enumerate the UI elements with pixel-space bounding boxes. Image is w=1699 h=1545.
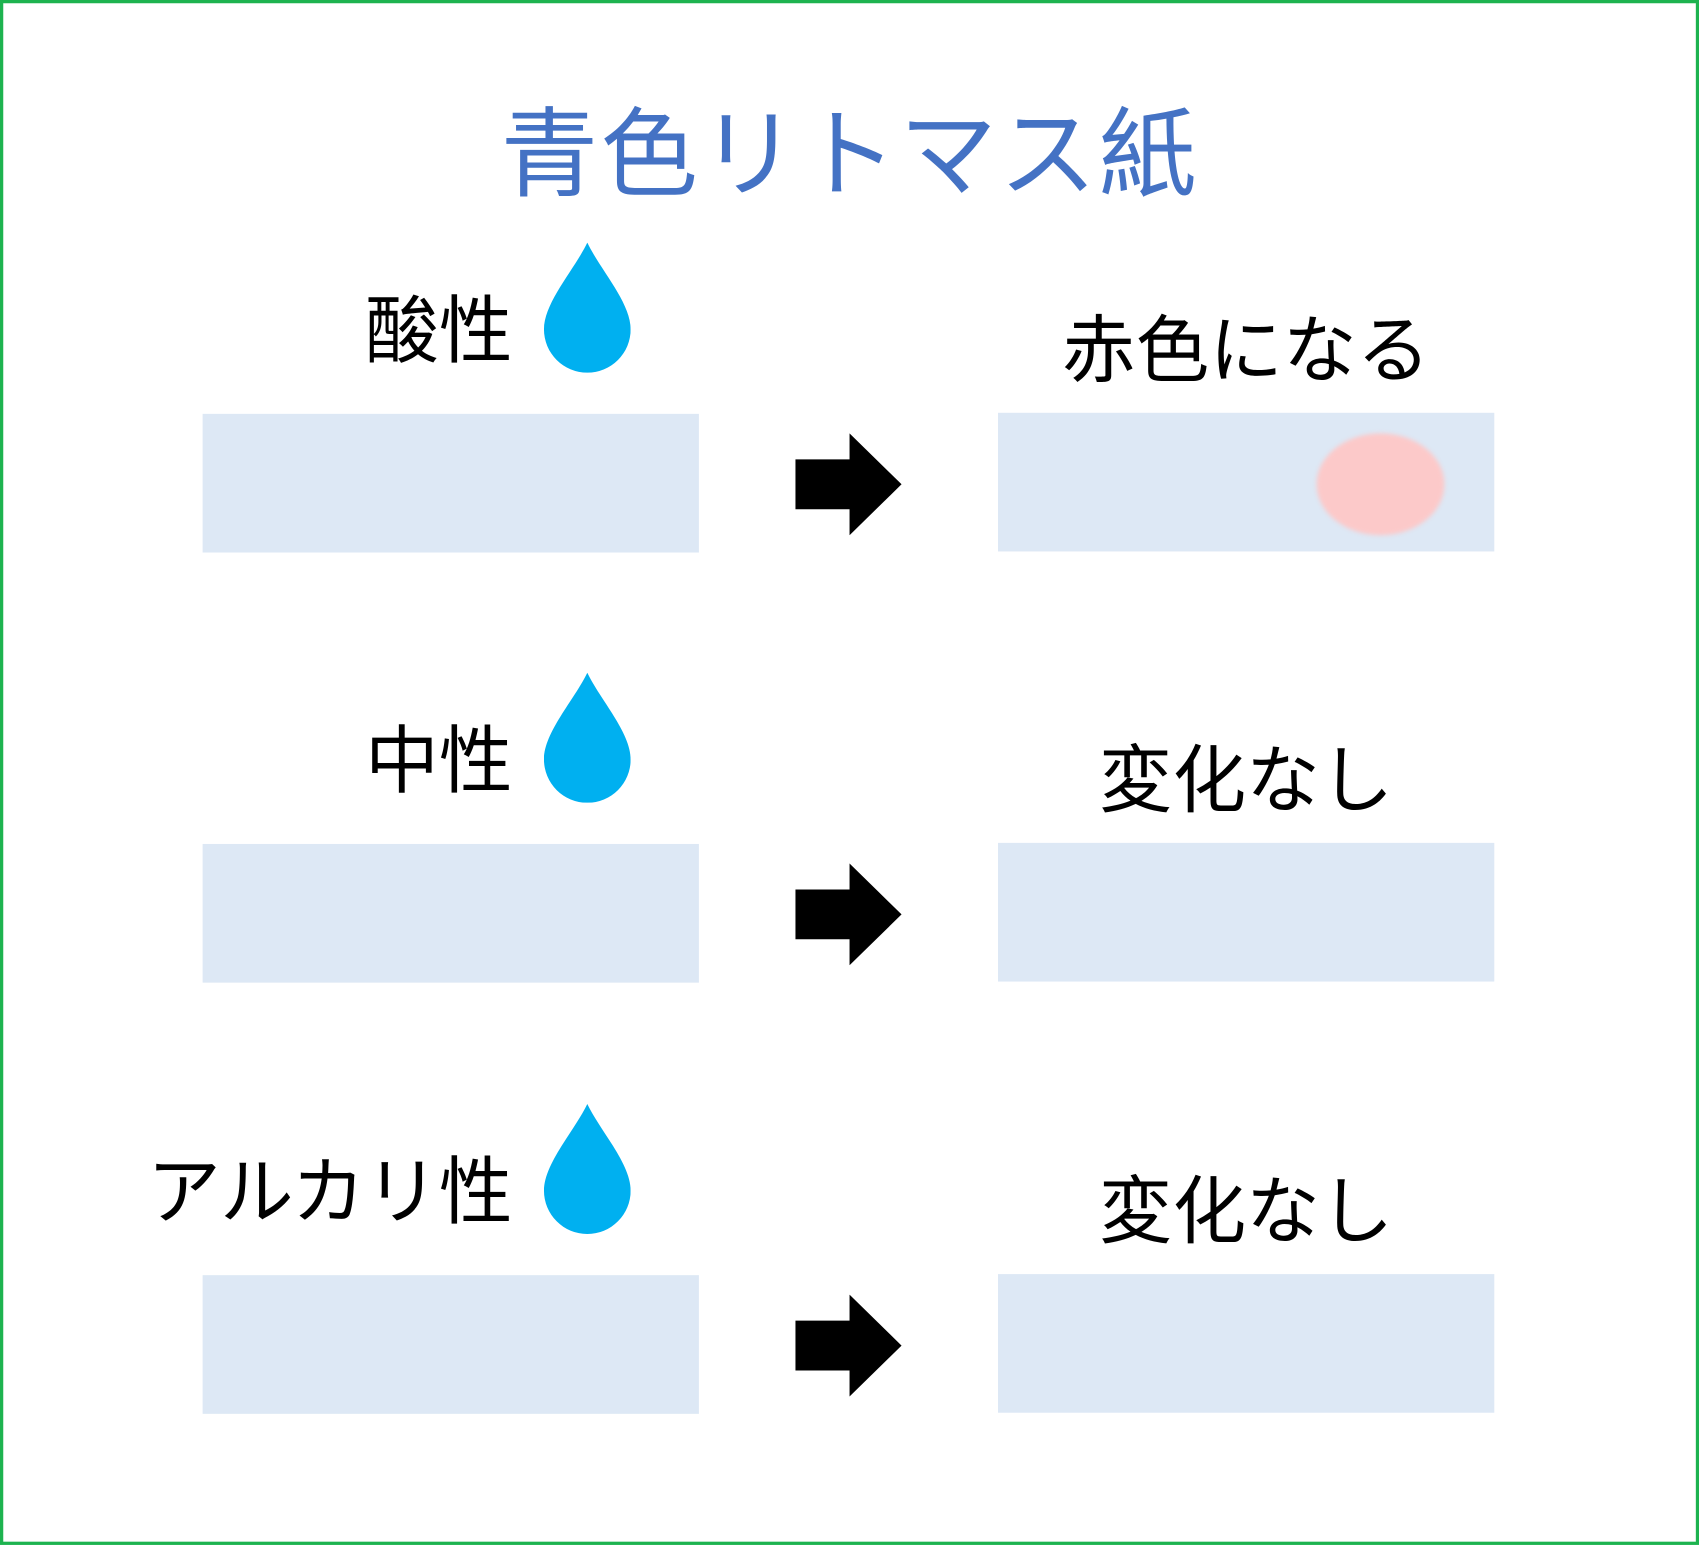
row-result: 変化なし [1098,738,1394,825]
litmus-paper-after [997,842,1495,982]
diagram-title: 青色リトマス紙 [500,98,1199,213]
litmus-paper-before [202,413,699,553]
row-result: 赤色になる [1061,308,1431,395]
red-spot [1316,433,1445,536]
litmus-paper-before [202,1275,699,1414]
row-result: 変化なし [1098,1170,1394,1256]
row-label: アルカリ性 [147,1150,513,1237]
right-arrow-icon [795,433,902,536]
water-drop-icon [543,672,631,803]
row-label: 酸性 [365,289,513,375]
row-neutral: 中性 変化なし [0,0,1699,983]
litmus-paper-after [997,1274,1495,1413]
litmus-paper-before [202,843,699,983]
row-label: 中性 [365,719,513,805]
right-arrow-icon [795,1294,902,1397]
row-alkaline: アルカリ性 変化なし [0,0,1699,1414]
water-drop-icon [543,242,631,373]
row-acid: 酸性 赤色になる [0,0,1699,553]
water-drop-icon [543,1103,631,1234]
right-arrow-icon [795,863,902,966]
